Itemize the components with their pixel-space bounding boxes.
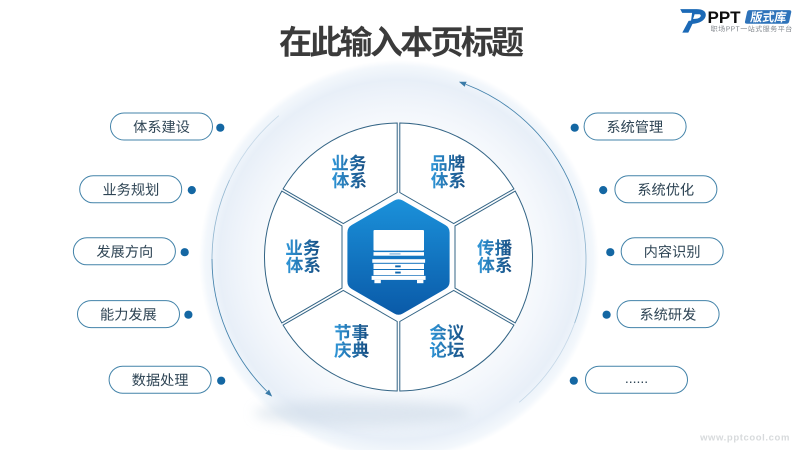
svg-text:......: ...... (625, 370, 648, 386)
svg-text:www.pptcool.com: www.pptcool.com (699, 433, 790, 444)
svg-text:PPT: PPT (708, 8, 742, 27)
